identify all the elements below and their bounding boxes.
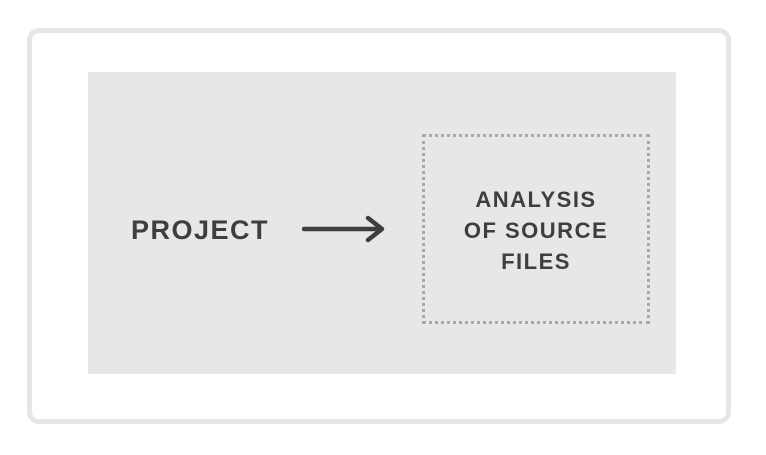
arrow-right-icon bbox=[302, 215, 385, 243]
analysis-label-line: FILES bbox=[501, 249, 571, 274]
project-label: PROJECT bbox=[131, 215, 270, 245]
analysis-dotted-box bbox=[422, 134, 650, 324]
analysis-label-line: OF SOURCE bbox=[463, 218, 609, 243]
analysis-label: ANALYSIS OF SOURCE FILES bbox=[422, 184, 650, 277]
analysis-label-line: ANALYSIS bbox=[475, 187, 597, 212]
